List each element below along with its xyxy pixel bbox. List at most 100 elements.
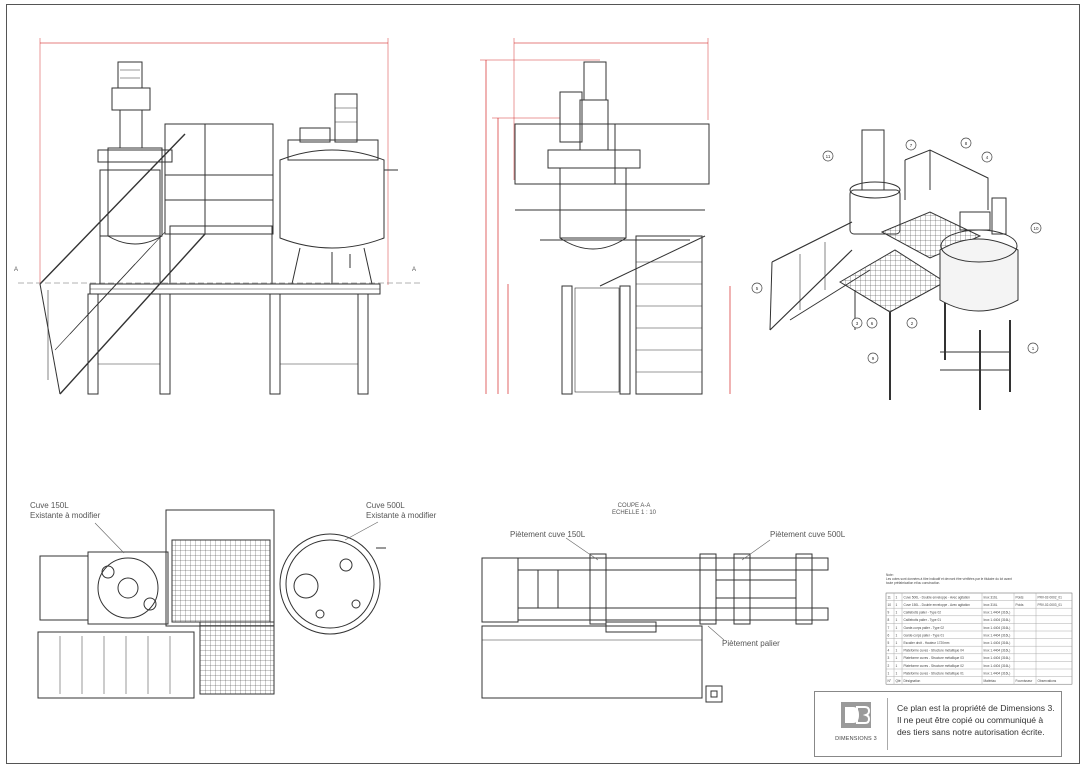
balloon-labels: 11 7 8 6 5 3 1 2 9 10 4 [756,141,1039,361]
bom-cell: 1 [896,618,898,622]
bom-cell: Inox 316L [984,595,998,599]
balloon-label-7: 7 [910,143,913,148]
label-cuve150-line1: Cuve 150L [30,501,69,510]
label-cuve500-line1: Cuve 500L [366,501,405,510]
bom-cell: Inox 1.4404 (316L) [984,633,1011,637]
bom-cell: 5 [888,641,890,645]
bom-cell: Inox 1.4404 (316L) [984,656,1011,660]
coupe-scale: ECHELLE 1 : 10 [612,510,657,516]
bom-cell: 1 [896,626,898,630]
copyright-line2: Il ne peut être copié ou communiqué à [897,715,1044,725]
bom-cell: Inox 1.4404 (316L) [984,611,1011,615]
sheet-frame [6,4,1080,764]
section-mark-left: A [14,267,18,273]
leader-pietement-palier [707,625,725,641]
bom-header-cell: N° [888,679,892,683]
title-block: DIMENSIONS 3 Ce plan est la propriété de… [814,691,1062,757]
bom-cell: Plateforme cuves - Structure métallique … [904,656,964,660]
section-mark-right: A [412,267,416,273]
bom-cell: Cuve 150L - Double enveloppe - Avec agit… [904,603,971,607]
bom-cell: Garde-corps palier - Type 02 [904,626,945,630]
note-line1: Les cotes sont données à titre indicatif… [886,577,1012,581]
logo-mark-icon [841,702,871,728]
bom-cell: Caillebotis palier - Type 01 [904,618,942,622]
bom-cell: 1 [896,611,898,615]
bom-cell: Inox 1.4404 (316L) [984,649,1011,653]
bom-header-cell: Désignation [904,679,921,683]
balloon-7 [905,139,917,151]
balloon-label-11: 11 [826,154,831,159]
bom-cell: 9 [888,611,890,615]
balloon-label-4: 4 [986,155,989,160]
bom-cell: Inox 1.4404 (316L) [984,626,1011,630]
bom-cell: 8 [888,618,890,622]
bom-cell: 6 [888,633,890,637]
bom-cell: PRV-02-0003_01 [1038,603,1063,607]
leader-cuve150 [94,522,125,554]
balloon-label-10: 10 [1033,226,1039,231]
balloon-label-1: 1 [1032,346,1035,351]
leader-pietement150 [565,537,599,561]
isometric-view [769,129,1019,410]
coupe-title: COUPE A-A [618,503,651,509]
balloon-1 [1027,342,1039,354]
side-elevation-view [480,38,731,395]
plan-view [37,509,386,699]
note-title: Note: [886,573,894,577]
bom-cell: 1 [896,595,898,599]
copyright-line1: Ce plan est la propriété de Dimensions 3… [897,703,1055,713]
bom-header-cell: Observations [1038,679,1057,683]
balloon-11 [822,150,834,162]
balloon-2 [906,317,918,329]
bom-cell: 1 [896,671,898,675]
bom-cell: 1 [896,664,898,668]
label-cuve150-line2: Existante à modifier [30,511,101,520]
balloon-label-8: 8 [965,141,968,146]
bom-cell: Inox 316L [984,603,998,607]
bom-header-cell: Fournisseur [1016,679,1034,683]
bom-cell: Poids [1016,603,1024,607]
bom-header-cell: Qté [896,679,901,683]
note-line2: toute préfabrication et/ou construction. [886,581,940,585]
bom-cell: Escalier droit - Hauteur 1720mm [904,641,950,645]
bom-cell: Inox 1.4404 (316L) [984,671,1011,675]
balloon-label-3: 3 [856,321,859,326]
bom-cell: 1 [896,603,898,607]
copyright-line3: des tiers sans notre autorisation écrite… [897,727,1045,737]
balloon-4 [981,151,993,163]
balloon-label-9: 9 [872,356,875,361]
bom-cell: 11 [888,595,892,599]
leader-cuve500 [344,521,379,541]
bom-cell: 1 [888,671,890,675]
section-aa-view [481,553,829,703]
balloon-group [751,137,1042,364]
bom-cell: Inox 1.4404 (316L) [984,664,1011,668]
balloon-label-2: 2 [911,321,914,326]
balloon-5 [751,282,763,294]
bom-cell: Plateforme cuves - Structure métallique … [904,649,964,653]
company-logo: DIMENSIONS 3 [825,698,888,750]
logo-text: DIMENSIONS 3 [835,736,877,742]
bom-cell: 1 [896,641,898,645]
bom-cell: 2 [888,664,890,668]
label-pietement150: Piètement cuve 150L [510,530,586,539]
bom-header-cell: Matériau [984,679,997,683]
bom-cell: 10 [888,603,892,607]
balloon-6 [866,317,878,329]
label-pietement500: Piètement cuve 500L [770,530,846,539]
bom-cell: Inox 1.4404 (316L) [984,618,1011,622]
bom-cell: Plateforme cuves - Structure métallique … [904,664,964,668]
balloon-3 [851,317,863,329]
bom-cell: 7 [888,626,890,630]
front-elevation-view [18,38,420,395]
balloon-9 [867,352,879,364]
bom-cell: PRV-02-0002_01 [1038,595,1063,599]
copyright-notice: Ce plan est la propriété de Dimensions 3… [897,702,1061,738]
bom-cell: 1 [896,649,898,653]
balloon-8 [960,137,972,149]
bom-cell: Garde-corps palier - Type 01 [904,633,945,637]
balloon-10 [1030,222,1042,234]
